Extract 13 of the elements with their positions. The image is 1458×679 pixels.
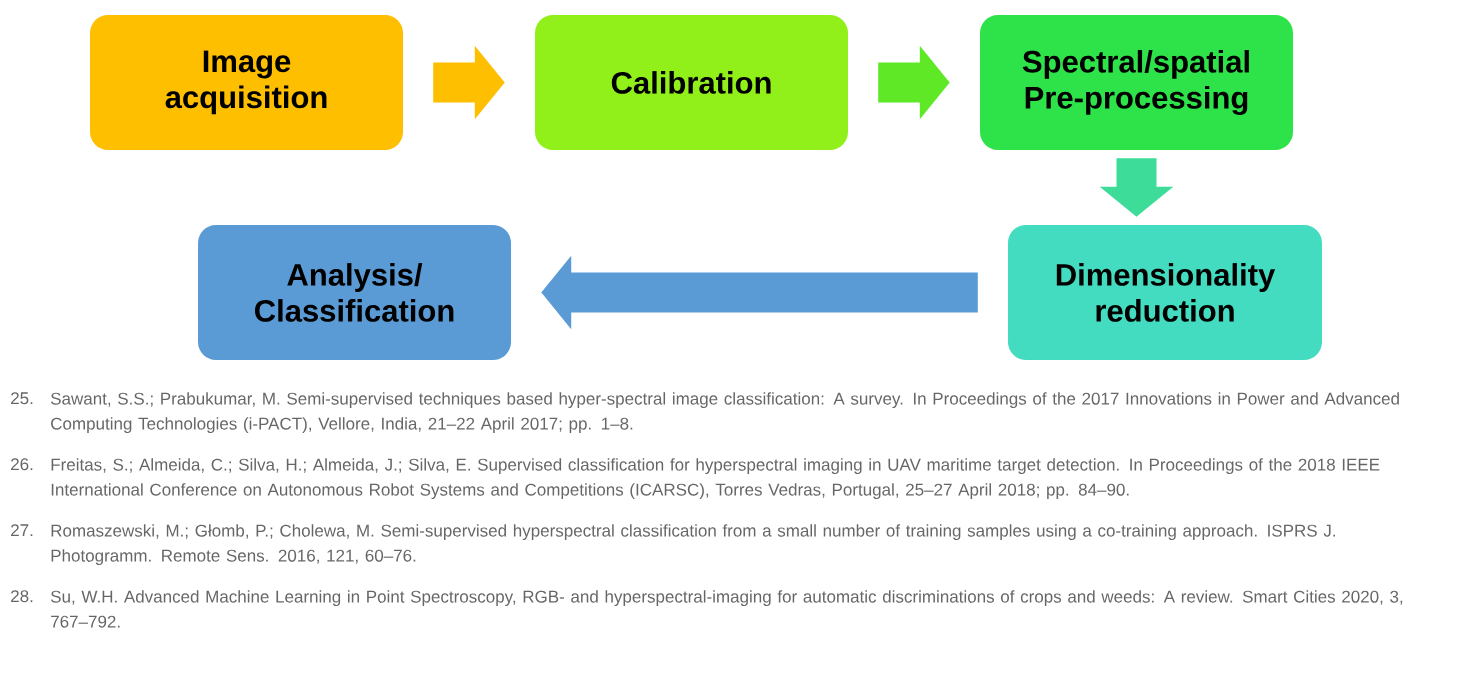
reference-text: Freitas, S.; Almeida, C.; Silva, H.; Almeida, J.; Silva, E. Supervised classification for hyperspectral imaging in UAV maritime target detection. In Proceedings of the 2018 IEEE International Conference on Autonomous Robot Systems and Competitions (ICARSC), Torres Vedras, Portugal, 25–27 April 2018; pp. 84–90. bbox=[51, 458, 1380, 500]
list-number: 26. bbox=[11, 458, 33, 471]
list-number: 25. bbox=[11, 392, 33, 405]
process-box: Spectral/spatial Pre-processing bbox=[980, 15, 1293, 150]
process-box: Image acquisition bbox=[90, 15, 403, 150]
list-number: 28. bbox=[11, 590, 33, 603]
reference-text: Romaszewski, M.; Głomb, P.; Cholewa, M. Semi-supervised hyperspectral classification from a small number of training samples using a co-training approach. ISPRS J. Photogramm. Remote Sens. 2016, 121, 60–76. bbox=[51, 524, 1335, 566]
reference-text: Su, W.H. Advanced Machine Learning in Point Spectroscopy, RGB- and hyperspectral-imaging for automatic discriminations of crops and weeds: A review. Smart Cities 2020, 3, 767–792. bbox=[51, 590, 1403, 628]
process-box: Analysis/ Classification bbox=[198, 225, 511, 360]
list-number: 27. bbox=[11, 524, 33, 537]
process-box: Calibration bbox=[535, 15, 848, 150]
reference-text: Sawant, S.S.; Prabukumar, M. Semi-supervised techniques based hyper-spectral image classification: A survey. In Proceedings of the 2017 Innovations in Power and Advanced Computing Technologies (i-PACT), Vellore, India, 21–22 April 2017; pp. 1–8. bbox=[51, 392, 1399, 434]
process-box: Dimensionality reduction bbox=[1008, 225, 1322, 360]
